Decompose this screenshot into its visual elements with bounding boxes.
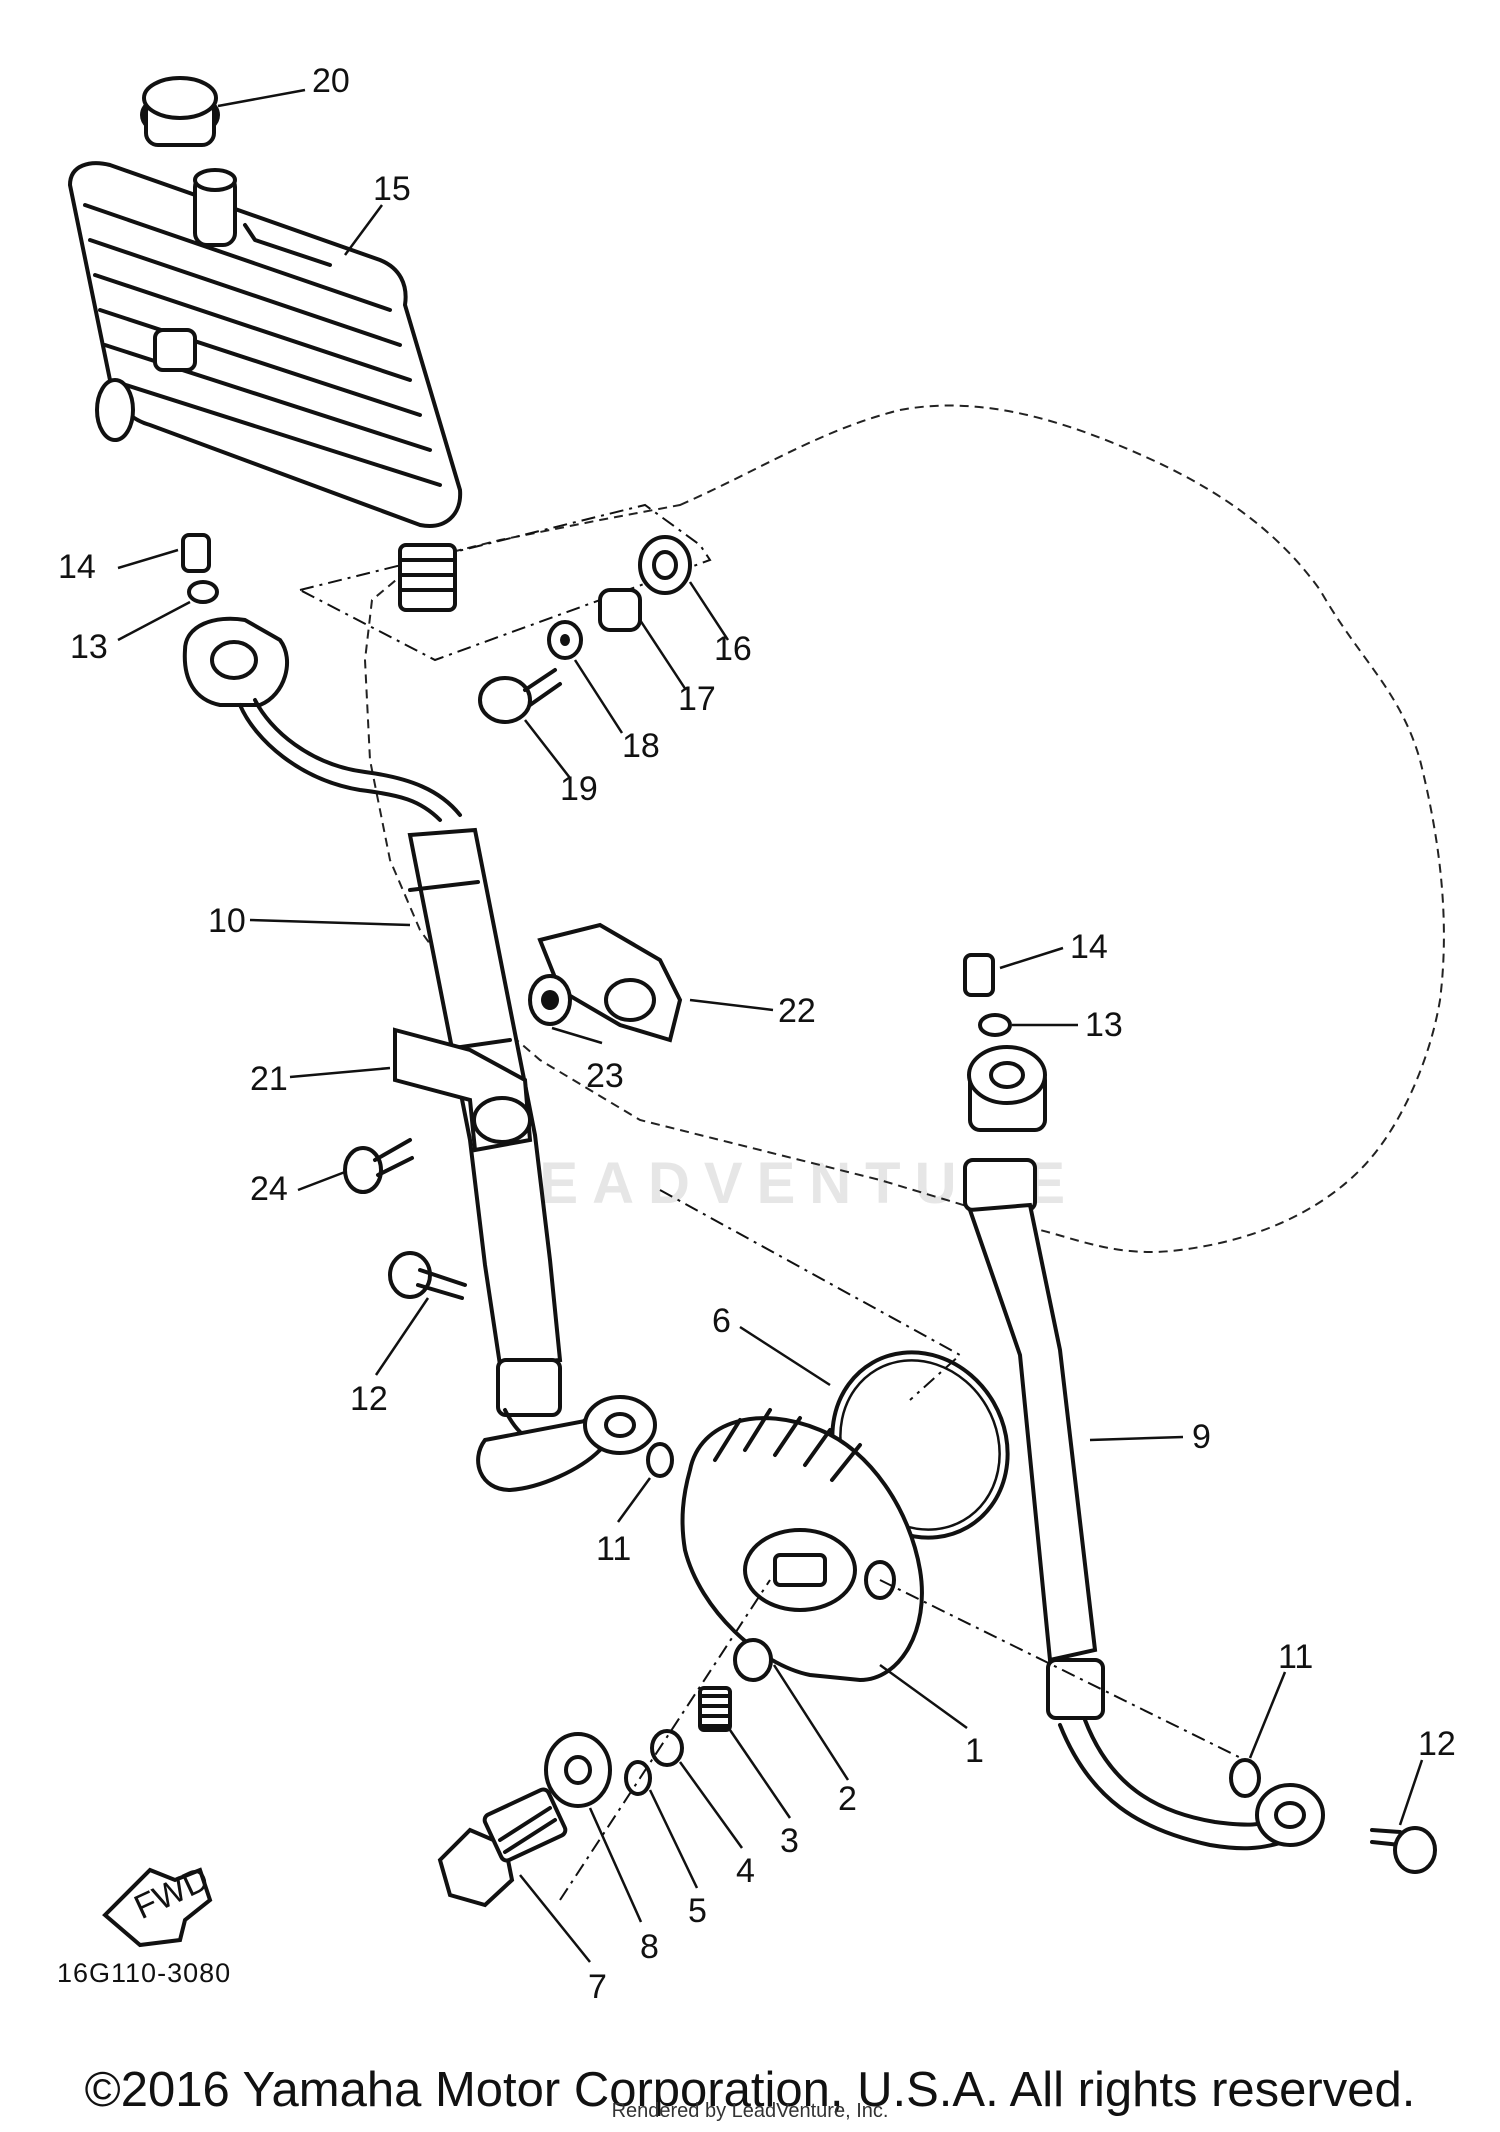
callout-2: 2 — [838, 1780, 857, 1818]
leader-line — [249, 918, 411, 927]
washer-18 — [547, 620, 583, 660]
callout-10: 10 — [208, 902, 246, 940]
leader-line — [117, 548, 179, 570]
leader-line — [678, 1761, 744, 1849]
callout-11-right: 11 — [1278, 1638, 1313, 1676]
damper-16 — [638, 535, 692, 595]
leader-line — [1248, 1671, 1287, 1759]
leader-line — [217, 88, 306, 108]
callout-8: 8 — [640, 1928, 659, 1966]
collar-17 — [598, 588, 642, 632]
callout-14-right: 14 — [1070, 928, 1108, 966]
leader-line — [343, 204, 384, 256]
leader-line — [688, 581, 730, 641]
union-bolt-14-left — [181, 533, 211, 573]
callout-18: 18 — [622, 727, 660, 765]
callout-13-left: 13 — [70, 628, 108, 666]
bolt-7 — [437, 1787, 568, 1908]
leader-line — [772, 1664, 850, 1781]
callout-16: 16 — [714, 630, 752, 668]
callout-11-left: 11 — [596, 1530, 631, 1568]
callout-19: 19 — [560, 770, 598, 808]
callout-1: 1 — [965, 1732, 984, 1770]
leader-line — [588, 1807, 643, 1923]
leader-line — [728, 1729, 792, 1819]
leader-line — [297, 1170, 346, 1192]
engine-outline — [363, 404, 1445, 1253]
assembly-line — [659, 1189, 962, 1401]
callout-23: 23 — [586, 1057, 624, 1095]
leader-line — [999, 946, 1064, 970]
bolt-24 — [343, 1138, 414, 1194]
bolt-19 — [478, 668, 562, 724]
bolt-12-left — [388, 1251, 467, 1300]
forward-arrow-icon: FWD — [102, 1860, 215, 1948]
leader-line — [638, 619, 688, 691]
leader-line — [1398, 1759, 1424, 1826]
callout-3: 3 — [780, 1822, 799, 1860]
assembly-line — [879, 1579, 1246, 1761]
callout-6: 6 — [712, 1302, 731, 1340]
callout-4: 4 — [736, 1852, 755, 1890]
cooler-mount-outline — [297, 503, 712, 662]
leader-line — [1089, 1435, 1184, 1442]
leader-line — [117, 600, 191, 642]
copyright-notice: ©2016 Yamaha Motor Corporation, U.S.A. A… — [84, 2063, 1416, 2117]
seat-4 — [650, 1729, 684, 1767]
spring-3 — [698, 1686, 732, 1732]
union-bolt-14-right — [963, 953, 995, 997]
valve-2 — [733, 1638, 773, 1682]
callout-22: 22 — [778, 992, 816, 1030]
leader-line — [289, 1066, 391, 1079]
leader-line — [879, 1663, 968, 1730]
oil-filter-housing-1 — [680, 1408, 924, 1683]
o-ring-11-right — [1229, 1758, 1261, 1798]
callout-5: 5 — [688, 1892, 707, 1930]
diagram-code: 16G110-3080 — [57, 1958, 232, 1988]
callout-15: 15 — [373, 170, 411, 208]
leader-line — [524, 719, 571, 779]
callout-21: 21 — [250, 1060, 288, 1098]
callout-14-left: 14 — [58, 548, 96, 586]
leader-line — [689, 998, 774, 1012]
assembly-line — [559, 1579, 771, 1901]
oil-cooler — [67, 161, 463, 612]
callout-13-right: 13 — [1085, 1006, 1123, 1044]
callout-24: 24 — [250, 1170, 288, 1208]
leader-line — [519, 1874, 591, 1963]
callout-20: 20 — [312, 62, 350, 100]
leader-line — [648, 1789, 699, 1889]
callout-17: 17 — [678, 680, 716, 718]
callout-12-right: 12 — [1418, 1725, 1456, 1763]
o-ring-11-left — [646, 1442, 674, 1478]
clamp-22 — [537, 922, 683, 1043]
leader-line — [573, 659, 624, 734]
leader-line — [739, 1325, 831, 1387]
bolt-12-right — [1370, 1826, 1437, 1874]
o-ring-13-right — [978, 1013, 1012, 1037]
leader-line — [374, 1297, 430, 1376]
washer-5 — [624, 1760, 652, 1796]
callout-12-left: 12 — [350, 1380, 388, 1418]
rendered-by-note: Rendered by LeadVenture, Inc. — [611, 2100, 889, 2122]
cap-20 — [140, 76, 220, 147]
clamp-21 — [393, 1027, 533, 1153]
leader-line — [551, 1026, 603, 1045]
callout-7: 7 — [588, 1968, 607, 2006]
oil-hose-9 — [963, 1045, 1325, 1851]
o-ring-13-left — [187, 580, 219, 604]
collar-23 — [528, 974, 572, 1026]
washer-8 — [544, 1732, 612, 1808]
callout-9: 9 — [1192, 1418, 1211, 1456]
leader-line — [616, 1477, 652, 1523]
